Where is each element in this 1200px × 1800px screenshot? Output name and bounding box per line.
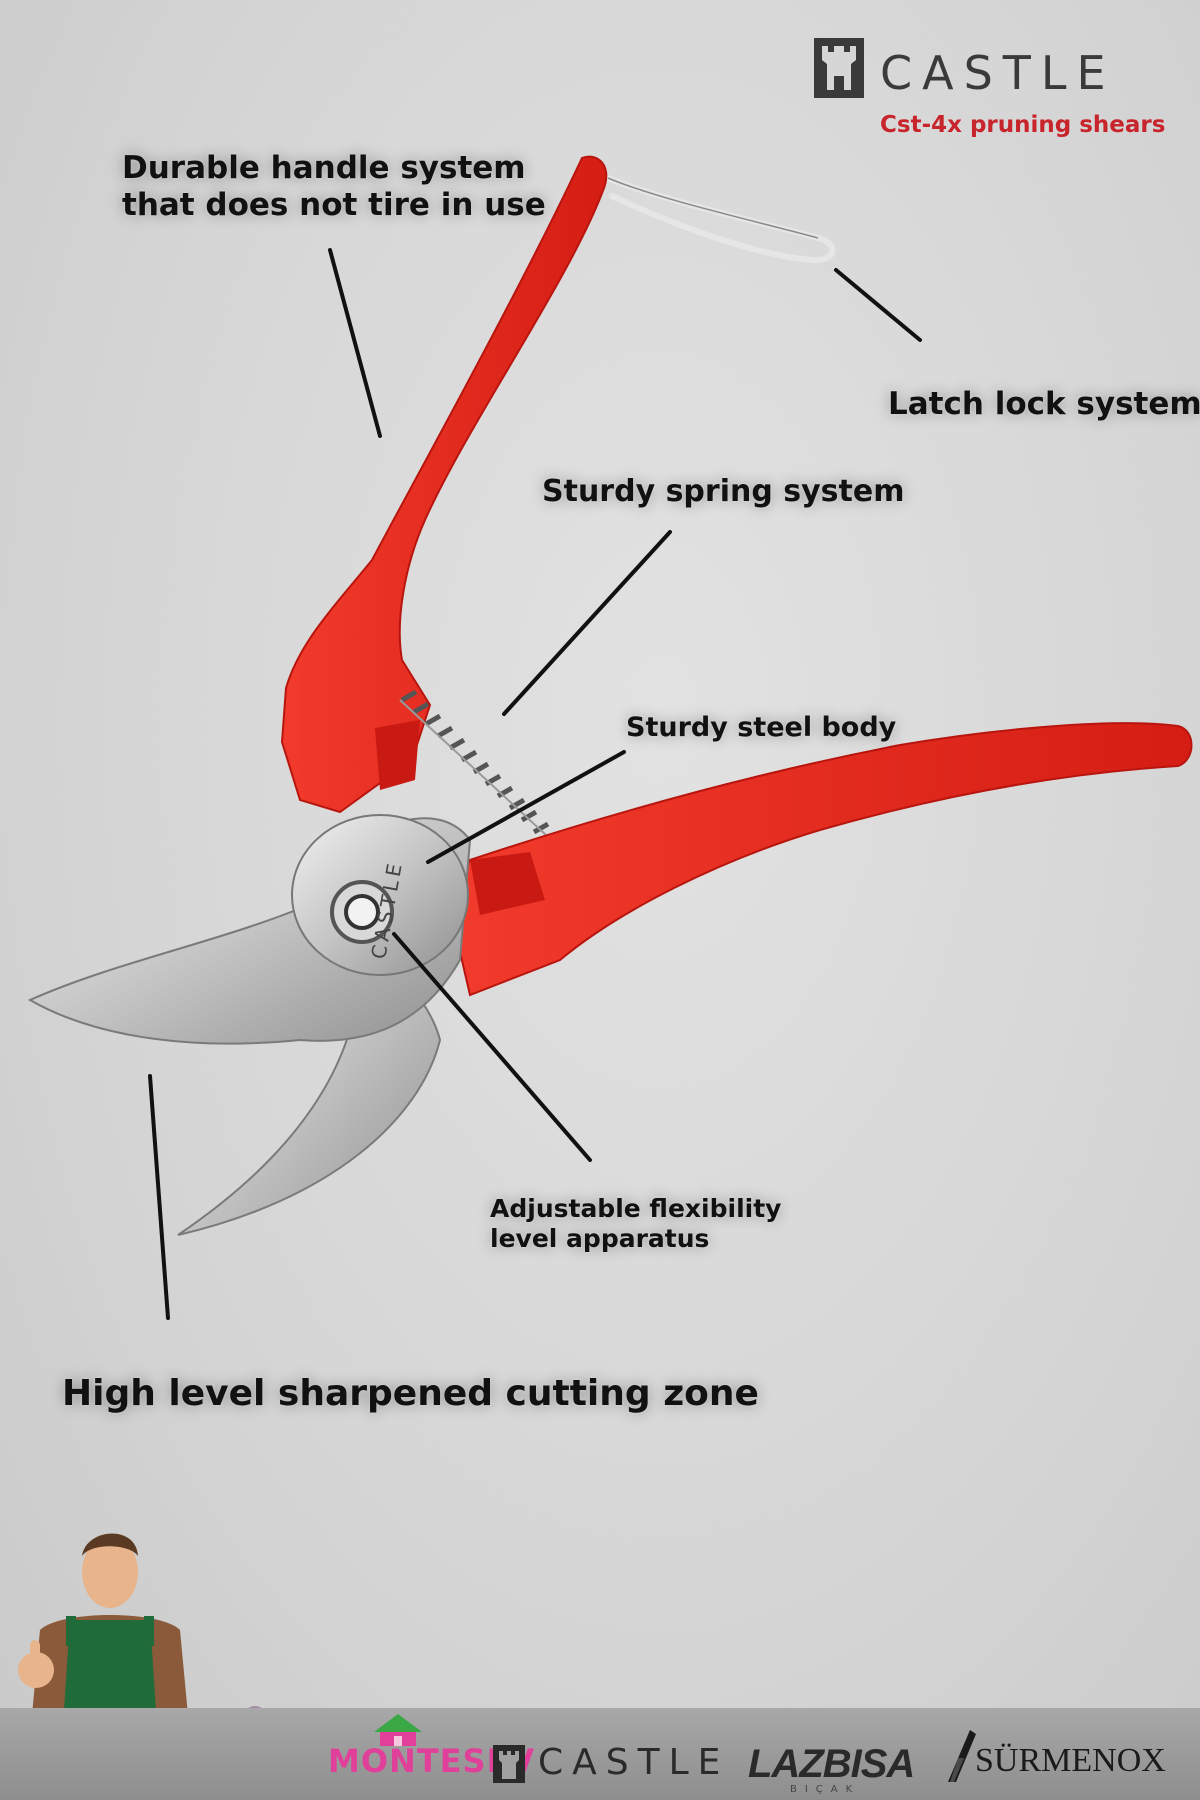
pruning-shears-illustration: CASTLE: [27, 155, 1193, 1320]
callout-spring: Sturdy spring system: [542, 474, 905, 509]
callout-steel-body: Sturdy steel body: [626, 712, 897, 743]
leader-cutting: [148, 1074, 170, 1320]
callout-handle: Durable handle system that does not tire…: [122, 150, 546, 224]
callout-cutting: High level sharpened cutting zone: [62, 1373, 759, 1414]
footer-logo-castle: CASTLE: [538, 1742, 730, 1783]
callout-handle-line2: that does not tire in use: [122, 187, 546, 224]
product-name: Cst-4x pruning shears: [880, 112, 1166, 138]
footer-logo-surmenox: SÜRMENOX: [975, 1742, 1166, 1779]
callout-adjust-line2: level apparatus: [490, 1224, 710, 1253]
leader-adjust: [392, 932, 592, 1162]
leader-handle: [328, 248, 382, 438]
castle-tower-icon: [814, 38, 864, 98]
castle-tower-icon: [493, 1745, 525, 1783]
knife-icon: [948, 1730, 976, 1782]
lower-handle: [446, 722, 1193, 997]
callout-adjust: Adjustable flexibility level apparatus: [490, 1194, 781, 1254]
callout-latch: Latch lock system: [888, 386, 1200, 422]
upper-handle: [280, 155, 608, 814]
leader-spring: [502, 530, 672, 716]
footer-logo-lazbisa-sub: BIÇAK: [790, 1784, 861, 1795]
callout-handle-line1: Durable handle system: [122, 150, 526, 186]
house-icon: [374, 1714, 422, 1746]
footer-logo-lazbisa: LAZBISA: [748, 1742, 915, 1786]
brand-wordmark: CASTLE: [880, 46, 1116, 100]
leader-steel-body: [426, 750, 626, 864]
footer-brand-bar: [0, 1708, 1200, 1800]
callout-adjust-line1: Adjustable flexibility: [490, 1194, 782, 1223]
leader-latch: [834, 268, 922, 342]
